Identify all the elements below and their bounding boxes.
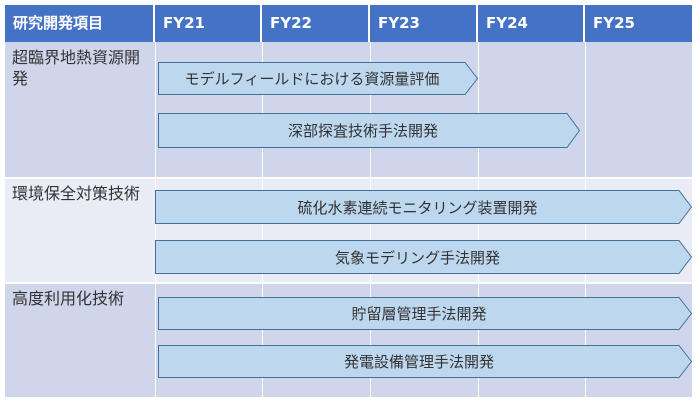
header-fy22: FY22 (262, 5, 370, 42)
category-label: 高度利用化技術 (12, 289, 125, 308)
arrow-polygon (158, 297, 692, 330)
task-label: 発電設備管理手法開発 (343, 353, 494, 371)
task-arrow: 深部探査技術手法開発 (158, 113, 580, 148)
task-arrow: 気象モデリング手法開発 (155, 240, 692, 274)
arrow-polygon (155, 240, 692, 274)
task-label: 硫化水素連続モニタリング装置開発 (297, 198, 538, 217)
header-fy25: FY25 (585, 5, 692, 42)
divider (5, 177, 692, 179)
arrow-polygon (158, 345, 692, 378)
arrow-polygon (158, 62, 478, 95)
arrow-shape (155, 190, 692, 224)
task-label: 気象モデリング手法開発 (334, 248, 500, 267)
arrow-shape (158, 62, 478, 95)
header-fy23: FY23 (370, 5, 478, 42)
task-arrow: モデルフィールドにおける資源量評価 (158, 62, 478, 95)
divider (5, 282, 692, 284)
arrow-shape (158, 345, 692, 378)
task-label: 深部探査技術手法開発 (287, 122, 438, 140)
task-arrow: 発電設備管理手法開発 (158, 345, 692, 378)
arrow-shape (158, 297, 692, 330)
task-arrow: 硫化水素連続モニタリング装置開発 (155, 190, 692, 224)
task-arrow: 貯留層管理手法開発 (158, 297, 692, 330)
header-fy21: FY21 (155, 5, 262, 42)
header-fy24: FY24 (478, 5, 585, 42)
task-label: モデルフィールドにおける資源量評価 (184, 70, 440, 88)
category-label: 環境保全対策技術 (12, 184, 141, 203)
header-item: 研究開発項目 (5, 5, 155, 42)
arrow-polygon (158, 113, 580, 148)
category-label: 超臨界地熱資源開発 (12, 48, 141, 88)
arrow-shape (158, 113, 580, 148)
arrow-polygon (155, 190, 692, 224)
task-label: 貯留層管理手法開発 (351, 305, 487, 323)
arrow-shape (155, 240, 692, 274)
